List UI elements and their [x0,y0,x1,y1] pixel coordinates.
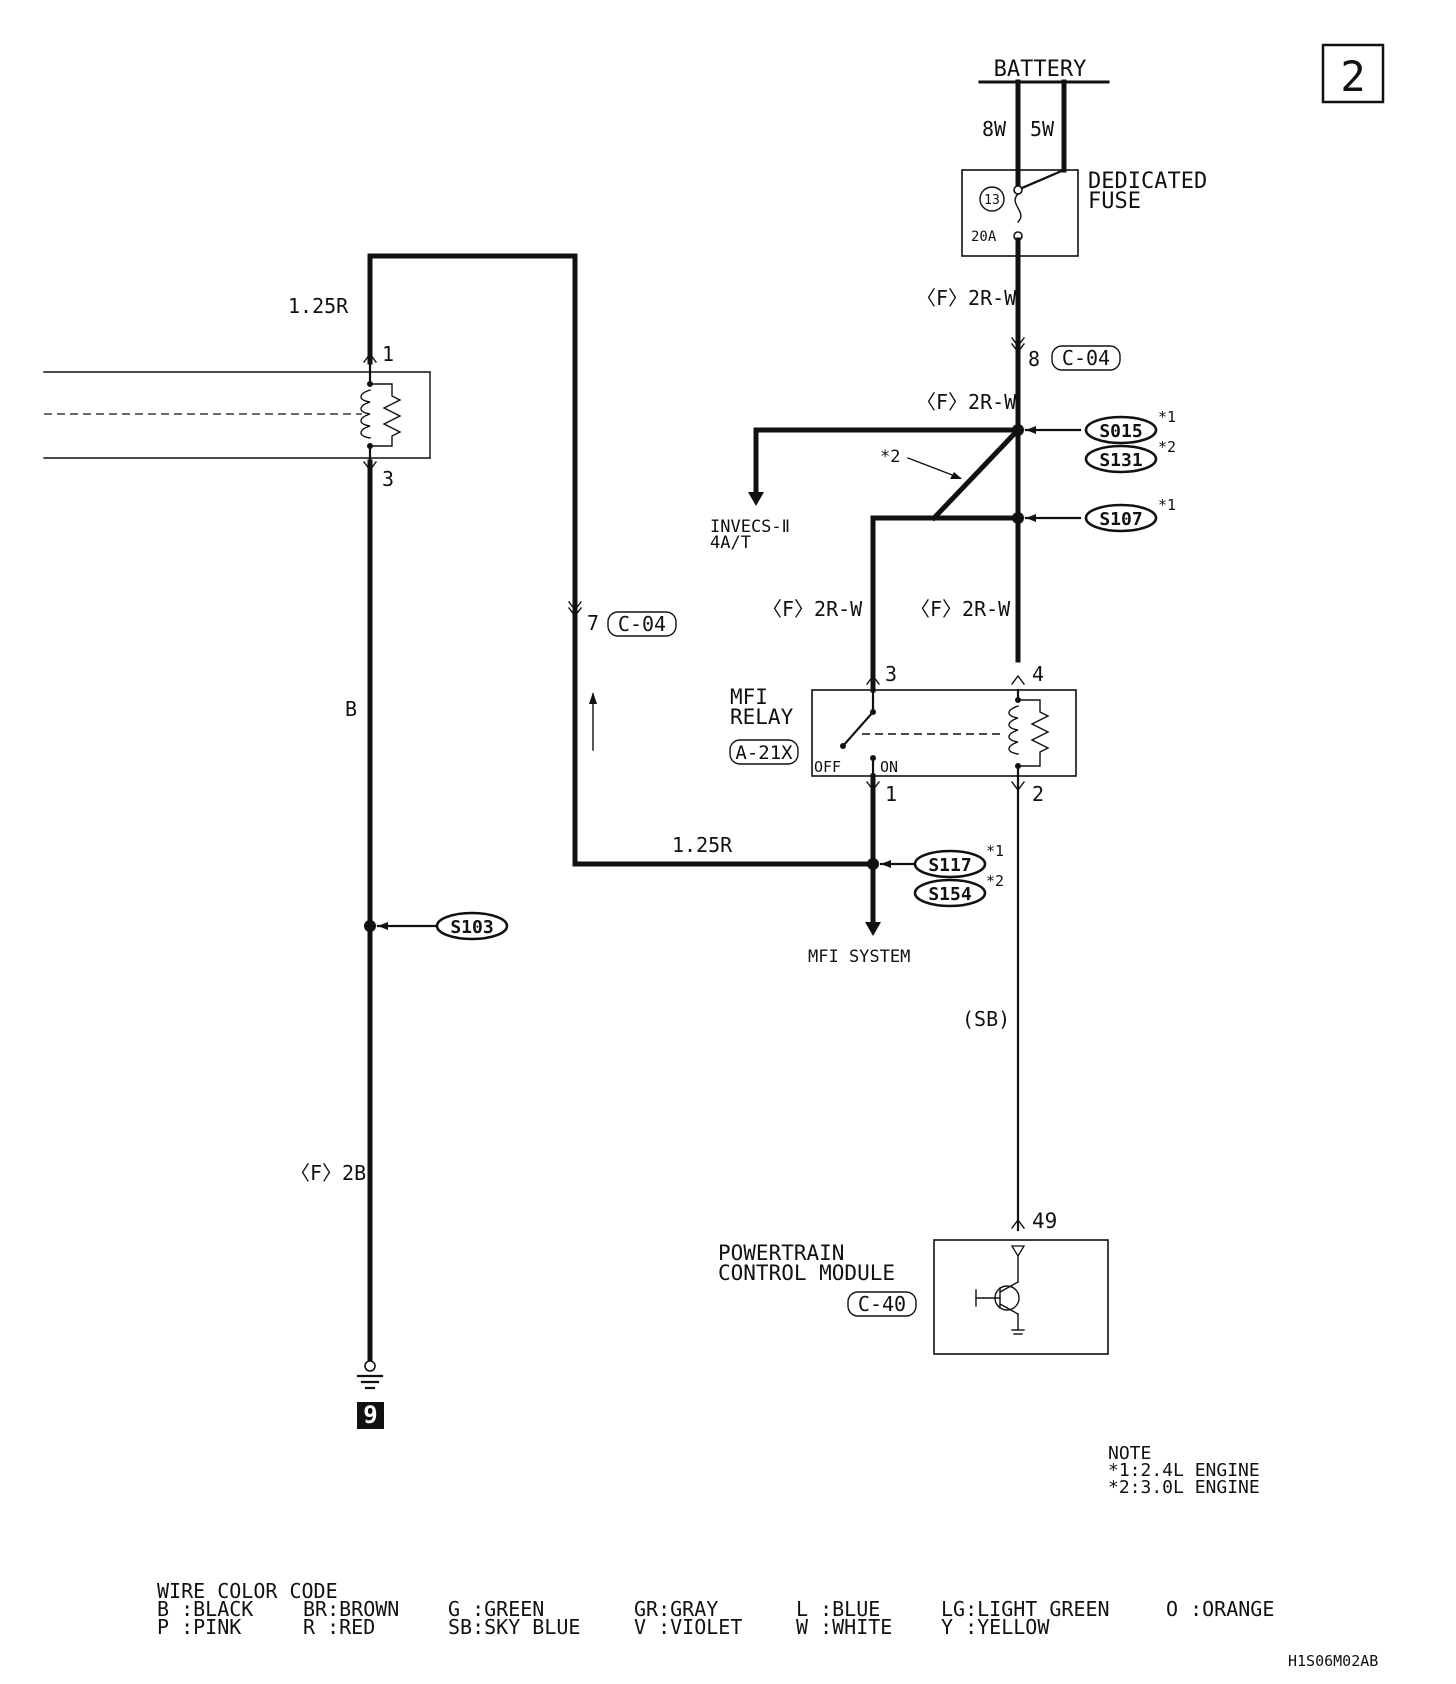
note-line2: *2:3.0L ENGINE [1108,1477,1260,1498]
svg-text:1: 1 [885,782,897,806]
relay-on-label: ON [880,758,898,776]
note-line1: *1:2.4L ENGINE [1108,1460,1260,1481]
svg-text:SB:SKY BLUE: SB:SKY BLUE [448,1615,580,1639]
branch-note: *2 [880,447,900,467]
splice-s103 [435,911,509,941]
svg-text:S107: S107 [1099,509,1142,530]
wire-color-code: WIRE COLOR CODE B :BLACK BR:BROWN G :GRE… [157,1579,1274,1639]
svg-text:3: 3 [382,467,394,491]
splice-s131 [1084,444,1158,474]
svg-text:3: 3 [885,662,897,686]
ground-terminal [364,1360,376,1372]
wire-label-pcm: (SB) [962,1007,1010,1031]
junction-s103 [364,920,376,932]
current-flow-arrow [589,692,597,704]
relay-code: A-21X [735,742,793,764]
splice-s154 [913,878,987,908]
relay-off-label: OFF [814,758,841,776]
mfi-system-label: MFI SYSTEM [808,947,910,967]
wire-8w-label: 8W [982,117,1007,141]
wire-diagonal-3l [930,426,1022,522]
fuse-label-line1: DEDICATED [1088,169,1207,194]
svg-text:*1: *1 [986,842,1004,860]
splice-s117 [913,849,987,879]
svg-text:Y :YELLOW: Y :YELLOW [941,1615,1050,1639]
invecs-line2: 4A/T [710,533,751,553]
wire-label-left-top: 1.25R [288,294,349,318]
svg-text:GR:GRAY: GR:GRAY [634,1597,718,1621]
svg-text:S117: S117 [928,855,971,876]
svg-text:P :PINK: P :PINK [157,1615,241,1639]
svg-text:L :BLUE: L :BLUE [796,1597,880,1621]
mfi-relay-box [811,689,1077,777]
svg-text:S131: S131 [1099,450,1142,471]
wire-label-after-c04: 〈F〉2R-W [916,390,1017,414]
ground-number-box [357,1402,384,1429]
svg-text:*2: *2 [1158,438,1176,456]
svg-text:2: 2 [1032,782,1044,806]
relay-label-line2: RELAY [730,705,794,729]
svg-text:*1: *1 [1158,408,1176,426]
svg-text:R :RED: R :RED [303,1615,375,1639]
invecs-line1: INVECS-Ⅱ [710,517,790,537]
ground-number: 9 [363,1401,377,1429]
svg-text:49: 49 [1032,1209,1057,1233]
svg-text:S015: S015 [1099,421,1142,442]
svg-text:V :VIOLET: V :VIOLET [634,1615,742,1639]
svg-text:O :ORANGE: O :ORANGE [1166,1597,1274,1621]
page-number: 2 [1340,52,1365,101]
svg-text:BR:BROWN: BR:BROWN [303,1597,399,1621]
svg-text:*1: *1 [1158,496,1176,514]
connector-c04-right: C-04 [1062,346,1110,370]
svg-text:LG:LIGHT GREEN: LG:LIGHT GREEN [941,1597,1110,1621]
pcm-label-line1: POWERTRAIN [718,1241,844,1265]
wire-label-relay-in-left: 〈F〉2R-W [762,597,863,621]
svg-text:WIRE COLOR CODE: WIRE COLOR CODE [157,1579,338,1603]
arrow-mfi-system [865,922,881,936]
wire-5w-label: 5W [1030,117,1055,141]
svg-text:W :WHITE: W :WHITE [796,1615,892,1639]
wire-label-left-bottom: 〈F〉2B [290,1161,366,1185]
svg-text:4: 4 [1032,662,1044,686]
svg-text:B :BLACK: B :BLACK [157,1597,253,1621]
fuse-link [1020,168,1066,190]
note-title: NOTE [1108,1443,1151,1464]
drawing-id: H1S06M02AB [1288,1652,1378,1670]
svg-text:S103: S103 [450,917,493,938]
splice-s015 [1084,415,1158,445]
connector-c04-pin7: 7 [587,611,599,635]
fuse-label-line2: FUSE [1088,189,1141,214]
wire-label-fuse-out: 〈F〉2R-W [916,286,1017,310]
splice-s107 [1084,503,1158,533]
connector-c04-pin8: 8 [1028,347,1040,371]
pcm-label-line2: CONTROL MODULE [718,1261,895,1285]
pcm-code: C-40 [858,1292,906,1316]
fuse-number-circle [979,186,1005,212]
battery-label: BATTERY [994,57,1087,82]
svg-text:S154: S154 [928,884,972,905]
relay-label-line1: MFI [730,685,768,709]
fuse-rating: 20A [971,229,997,245]
page-number-box [1321,43,1385,104]
connector-c04-left: C-04 [618,612,666,636]
fuse-number: 13 [984,193,1000,208]
wire-label-b: B [345,697,357,721]
svg-text:*2: *2 [986,872,1004,890]
svg-text:G :GREEN: G :GREEN [448,1597,544,1621]
arrow-invecs [748,492,764,506]
wire-label-relay-out: 1.25R [672,833,733,857]
pcm-box [933,1239,1109,1355]
wire-label-relay-in-right: 〈F〉2R-W [910,597,1011,621]
svg-text:1: 1 [382,342,394,366]
